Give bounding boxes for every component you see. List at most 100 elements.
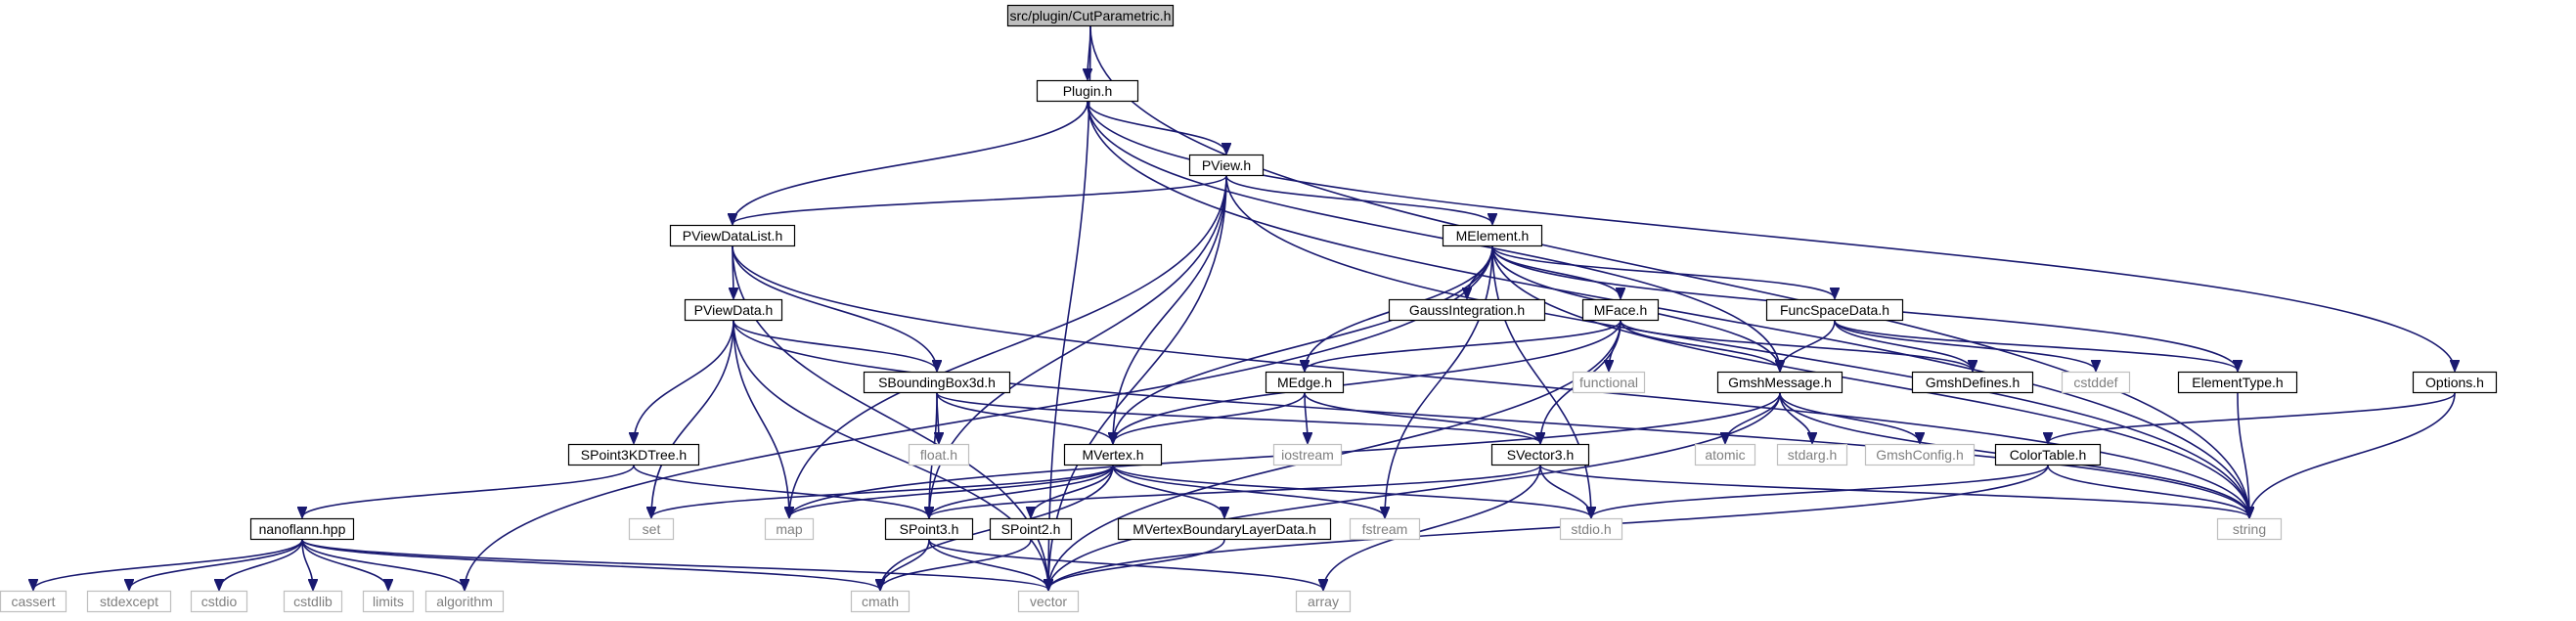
edge-funcspacedata-to-elementtype — [1834, 320, 2238, 371]
node-box — [1694, 443, 1756, 466]
edge-plugin-to-string — [1087, 101, 2249, 517]
node-plugin[interactable]: Plugin.h — [1036, 79, 1139, 103]
node-medge[interactable]: MEdge.h — [1265, 371, 1345, 394]
edge-melement-to-stdioh — [1491, 245, 1591, 517]
node-colortable[interactable]: ColorTable.h — [1994, 443, 2102, 466]
node-nanoflann[interactable]: nanoflann.hpp — [249, 517, 355, 541]
node-gmshdefines[interactable]: GmshDefines.h — [1911, 371, 2034, 394]
node-svector3[interactable]: SVector3.h — [1490, 443, 1590, 466]
node-pviewdatalist[interactable]: PViewDataList.h — [669, 224, 796, 247]
node-box — [1581, 298, 1660, 322]
node-box — [1017, 590, 1080, 613]
edge-melement-to-string — [1491, 245, 2249, 517]
node-funcspacedata[interactable]: FuncSpaceData.h — [1765, 298, 1904, 322]
node-box — [1272, 443, 1343, 466]
node-spoint3[interactable]: SPoint3.h — [884, 517, 974, 541]
node-label: algorithm — [436, 594, 493, 609]
node-label: fstream — [1362, 521, 1408, 537]
node-label: Plugin.h — [1063, 83, 1113, 99]
edge-nanoflann-to-algorithm — [301, 539, 465, 590]
node-box — [2061, 371, 2131, 394]
node-cutparametric[interactable]: src/plugin/CutParametric.h — [1006, 4, 1175, 27]
edge-melement-to-fstream — [1385, 245, 1493, 517]
node-limits: limits — [362, 590, 415, 613]
node-label: ColorTable.h — [2010, 447, 2087, 463]
node-label: GmshDefines.h — [1926, 375, 2020, 390]
node-box — [1388, 298, 1546, 322]
edge-spoint3-to-vector — [928, 539, 1048, 590]
node-pviewdata[interactable]: PViewData.h — [684, 298, 783, 322]
node-box — [362, 590, 415, 613]
edge-nanoflann-to-cmath — [301, 539, 880, 590]
node-options[interactable]: Options.h — [2412, 371, 2498, 394]
node-atomic: atomic — [1694, 443, 1756, 466]
edge-funcspacedata-to-gmshdefines — [1834, 320, 1973, 371]
node-label: FuncSpaceData.h — [1780, 302, 1889, 318]
node-mface[interactable]: MFace.h — [1581, 298, 1660, 322]
node-elementtype[interactable]: ElementType.h — [2177, 371, 2298, 394]
edge-spoint3kdtree-to-nanoflann — [302, 465, 635, 517]
node-label: limits — [373, 594, 404, 609]
node-box — [1036, 79, 1139, 103]
node-label: atomic — [1705, 447, 1745, 463]
node-stdioh: stdio.h — [1559, 517, 1623, 541]
node-box — [1295, 590, 1352, 613]
edge-pviewdata-to-sboundingbox3d — [733, 320, 937, 371]
node-box — [1994, 443, 2102, 466]
edge-nanoflann-to-cstdlib — [301, 539, 313, 590]
edge-pview-to-melement — [1225, 175, 1492, 224]
node-spoint2[interactable]: SPoint2.h — [989, 517, 1073, 541]
node-label: cstddef — [2073, 375, 2117, 390]
nodes-layer: src/plugin/CutParametric.hPlugin.hPView.… — [0, 4, 2498, 613]
edge-svector3-to-spoint3 — [929, 465, 1541, 517]
node-label: SVector3.h — [1507, 447, 1575, 463]
node-map: map — [764, 517, 815, 541]
node-mvertexboundary[interactable]: MVertexBoundaryLayerData.h — [1117, 517, 1332, 541]
node-sboundingbox3d[interactable]: SBoundingBox3d.h — [863, 371, 1011, 394]
node-mvertex[interactable]: MVertex.h — [1063, 443, 1163, 466]
node-box — [1911, 371, 2034, 394]
edge-pview-to-spoint3 — [929, 175, 1227, 517]
edge-medge-to-svector3 — [1304, 392, 1540, 443]
node-box — [863, 371, 1011, 394]
edge-spoint2-to-cmath — [880, 539, 1032, 590]
edge-sboundingbox3d-to-mvertex — [936, 392, 1113, 443]
node-label: PViewData.h — [694, 302, 774, 318]
node-label: cstdlib — [293, 594, 333, 609]
node-vector: vector — [1017, 590, 1080, 613]
node-pview[interactable]: PView.h — [1188, 154, 1265, 177]
node-spoint3kdtree[interactable]: SPoint3KDTree.h — [567, 443, 700, 466]
node-label: PViewDataList.h — [683, 228, 782, 244]
node-label: cstdio — [201, 594, 238, 609]
edge-colortable-to-vector — [1048, 465, 2049, 590]
node-label: ElementType.h — [2192, 375, 2283, 390]
node-box — [684, 298, 783, 322]
node-melement[interactable]: MElement.h — [1442, 224, 1543, 247]
edge-pviewdatalist-to-sboundingbox3d — [732, 245, 937, 371]
node-box — [1776, 443, 1848, 466]
node-box — [1063, 443, 1163, 466]
node-gaussintegration[interactable]: GaussIntegration.h — [1388, 298, 1546, 322]
edge-pview-to-vector — [1048, 175, 1227, 590]
node-label: MVertex.h — [1082, 447, 1143, 463]
node-label: GmshMessage.h — [1728, 375, 1832, 390]
node-label: GaussIntegration.h — [1409, 302, 1525, 318]
edge-pviewdata-to-vector — [733, 320, 1048, 590]
node-gmshmessage[interactable]: GmshMessage.h — [1716, 371, 1843, 394]
node-label: GmshConfig.h — [1876, 447, 1963, 463]
edge-plugin-to-gmshmessage — [1087, 101, 1780, 371]
node-label: MElement.h — [1456, 228, 1530, 244]
node-box — [884, 517, 974, 541]
edge-colortable-to-stdioh — [1591, 465, 2049, 517]
edge-mvertex-to-mvertexboundary — [1112, 465, 1224, 517]
edge-gmshmessage-to-gmshconfig — [1779, 392, 1920, 443]
node-box — [1188, 154, 1265, 177]
node-label: SBoundingBox3d.h — [878, 375, 996, 390]
node-box — [424, 590, 505, 613]
node-box — [1716, 371, 1843, 394]
node-label: nanoflann.hpp — [259, 521, 346, 537]
edge-funcspacedata-to-gmshmessage — [1780, 320, 1836, 371]
edge-mface-to-gmshmessage — [1620, 320, 1780, 371]
node-label: vector — [1030, 594, 1067, 609]
